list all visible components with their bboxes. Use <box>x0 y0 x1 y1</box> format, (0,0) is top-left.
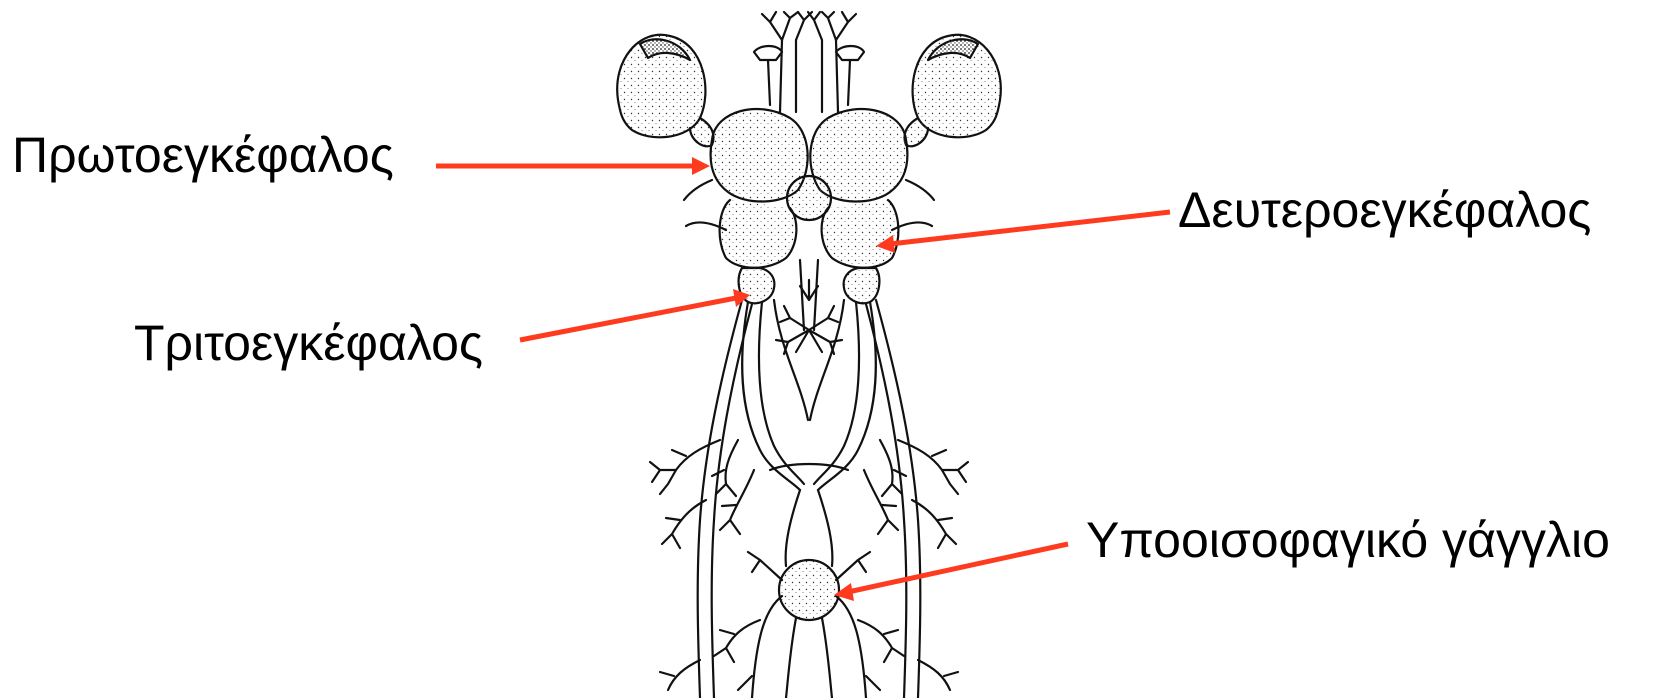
arrow-deutocerebrum <box>890 212 1170 244</box>
arrows <box>436 157 1170 601</box>
tritocerebrum-right <box>844 268 880 303</box>
frontal-ganglion-branches <box>776 306 842 354</box>
arrow-tritocerebrum <box>520 298 736 340</box>
subesophageal-ganglion <box>779 560 839 620</box>
label-deutocerebrum: Δευτεροεγκέφαλος <box>1178 185 1591 235</box>
arrow-subesophageal <box>848 544 1068 592</box>
deutocerebrum-right <box>822 200 899 268</box>
label-tritocerebrum: Τριτοεγκέφαλος <box>134 318 483 368</box>
deutocerebrum-left <box>720 200 797 268</box>
label-subesophageal-ganglion: Υποοισοφαγικό γάγγλιο <box>1086 515 1610 565</box>
label-protocerebrum: Πρωτοεγκέφαλος <box>12 130 394 180</box>
